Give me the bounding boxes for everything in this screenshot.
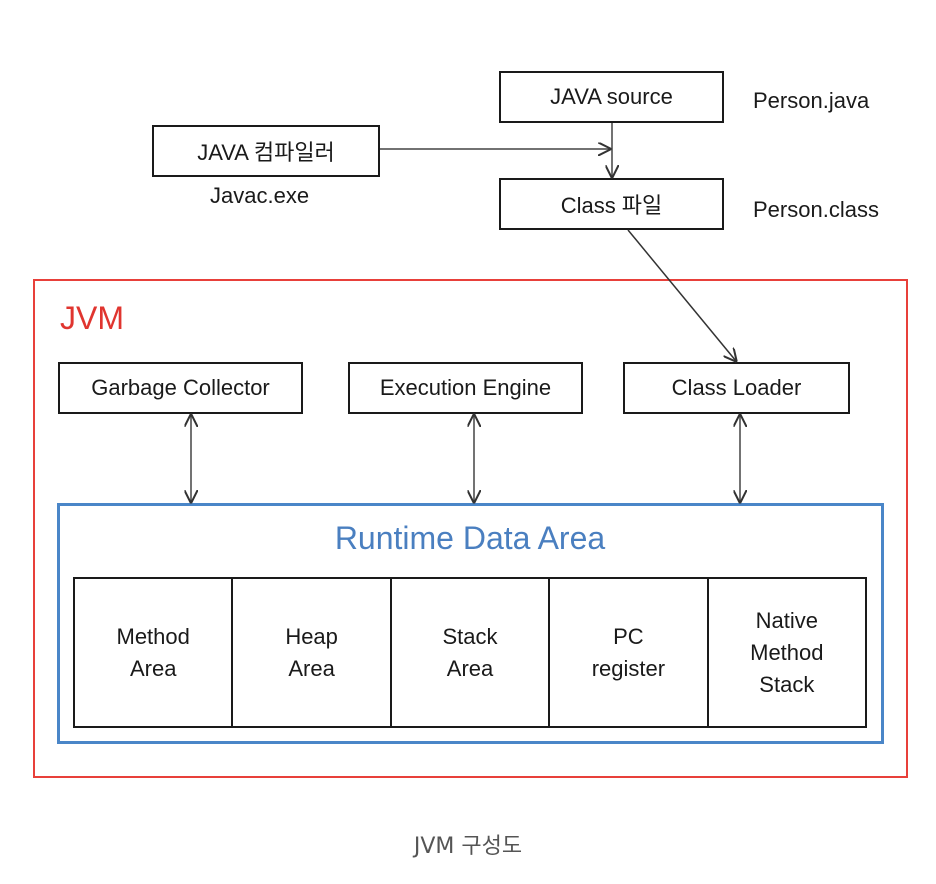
class-loader-label: Class Loader [671, 375, 802, 400]
execution-engine-label: Execution Engine [379, 375, 552, 400]
class-file-label: Class 파일 [560, 193, 663, 218]
method-area-cell: Method Area [75, 579, 234, 726]
runtime-data-area-table: Method Area Heap Area Stack Area PC regi… [73, 577, 867, 728]
class-loader-box: Class Loader [623, 362, 850, 414]
java-source-label: JAVA source [550, 84, 673, 109]
heap-area-cell: Heap Area [233, 579, 392, 726]
class-file-box: Class 파일 [499, 178, 724, 230]
figure-caption: JVM 구성도 [413, 834, 523, 859]
java-compiler-label: JAVA 컴파일러 [197, 140, 335, 165]
java-source-filename: Person.java [753, 88, 870, 113]
runtime-data-area-frame [57, 503, 884, 744]
pc-register-cell: PC register [550, 579, 709, 726]
garbage-collector-label: Garbage Collector [91, 375, 270, 400]
stack-area-cell: Stack Area [392, 579, 551, 726]
runtime-data-area-title: Runtime Data Area [334, 520, 606, 556]
jvm-title: JVM [60, 300, 124, 336]
garbage-collector-box: Garbage Collector [58, 362, 303, 414]
compiler-exe-label: Javac.exe [210, 183, 310, 208]
java-compiler-box: JAVA 컴파일러 [152, 125, 380, 177]
native-method-stack-cell: Native Method Stack [750, 607, 824, 697]
jvm-frame [33, 279, 908, 778]
execution-engine-box: Execution Engine [348, 362, 583, 414]
class-filename: Person.class [753, 197, 879, 222]
java-source-box: JAVA source [499, 71, 724, 123]
